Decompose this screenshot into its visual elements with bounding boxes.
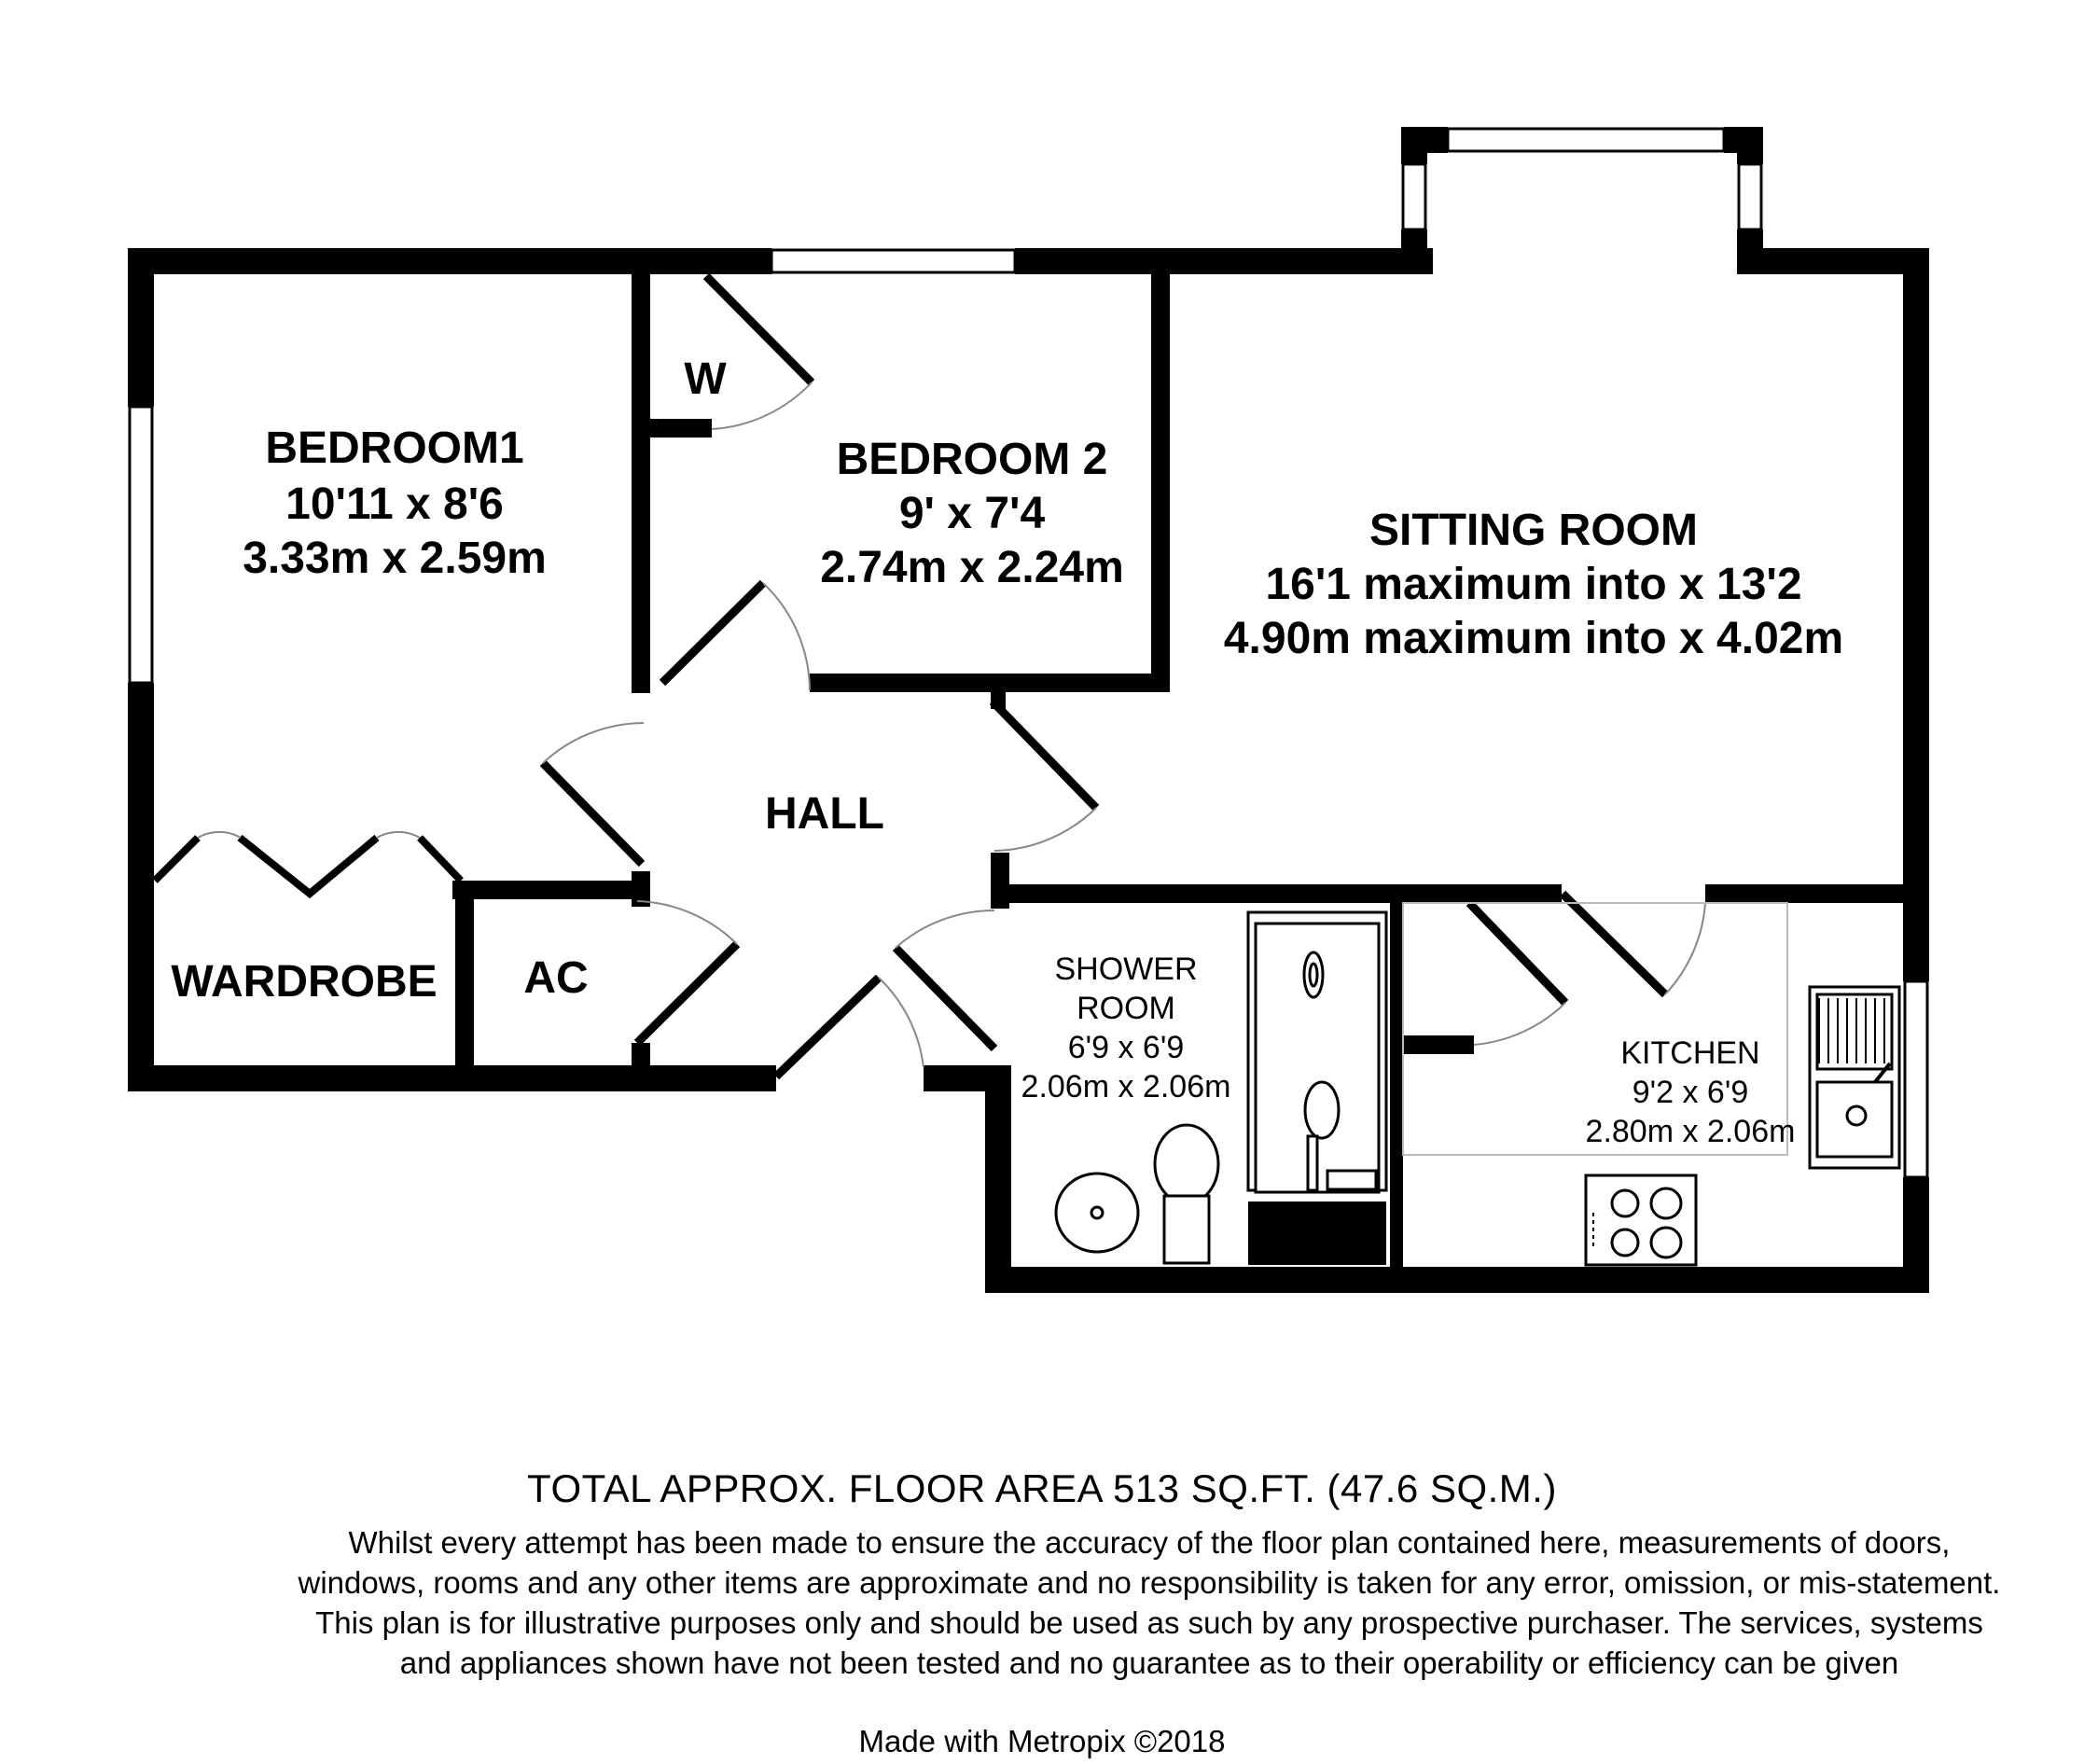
shower-name-1: SHOWER	[1055, 951, 1198, 987]
room-labels: BEDROOM1 10'11 x 8'6 3.33m x 2.59m BEDRO…	[171, 354, 1843, 1149]
bedroom1-imperial: 10'11 x 8'6	[285, 479, 504, 529]
kitchen-imperial: 9'2 x 6'9	[1632, 1075, 1749, 1110]
sitting-room-metric: 4.90m maximum into x 4.02m	[1224, 614, 1843, 663]
toilet	[1054, 1123, 1220, 1265]
total-floor-area: TOTAL APPROX. FLOOR AREA 513 SQ.FT. (47.…	[527, 1466, 1557, 1510]
kitchen-fittings	[1402, 902, 1901, 1267]
doors	[539, 272, 1706, 1080]
bedroom2-imperial: 9' x 7'4	[899, 489, 1046, 538]
ac-name: AC	[523, 953, 588, 1003]
bedroom1-metric: 3.33m x 2.59m	[243, 534, 547, 583]
sitting-room-imperial: 16'1 maximum into x 13'2	[1265, 560, 1801, 609]
walls	[128, 127, 1929, 1293]
shower-name-2: ROOM	[1077, 991, 1175, 1026]
windows	[128, 127, 1929, 1179]
shower-tray	[1246, 910, 1388, 1265]
bedroom1-name: BEDROOM1	[265, 424, 523, 473]
disclaimer: Whilst every attempt has been made to en…	[298, 1525, 2001, 1680]
wardrobe-doors	[152, 830, 464, 899]
kitchen-name: KITCHEN	[1620, 1035, 1759, 1071]
bedroom2-metric: 2.74m x 2.24m	[820, 543, 1124, 592]
hall-name: HALL	[765, 789, 884, 839]
shower-imperial: 6'9 x 6'9	[1068, 1030, 1185, 1065]
bedroom2-name: BEDROOM 2	[837, 435, 1108, 484]
wardrobe-name: WARDROBE	[171, 957, 437, 1007]
credit: Made with Metropix ©2018	[858, 1724, 1226, 1758]
shower-metric: 2.06m x 2.06m	[1021, 1069, 1231, 1104]
w-name: W	[684, 354, 727, 404]
sitting-room-name: SITTING ROOM	[1369, 506, 1698, 555]
kitchen-metric: 2.80m x 2.06m	[1586, 1114, 1796, 1149]
